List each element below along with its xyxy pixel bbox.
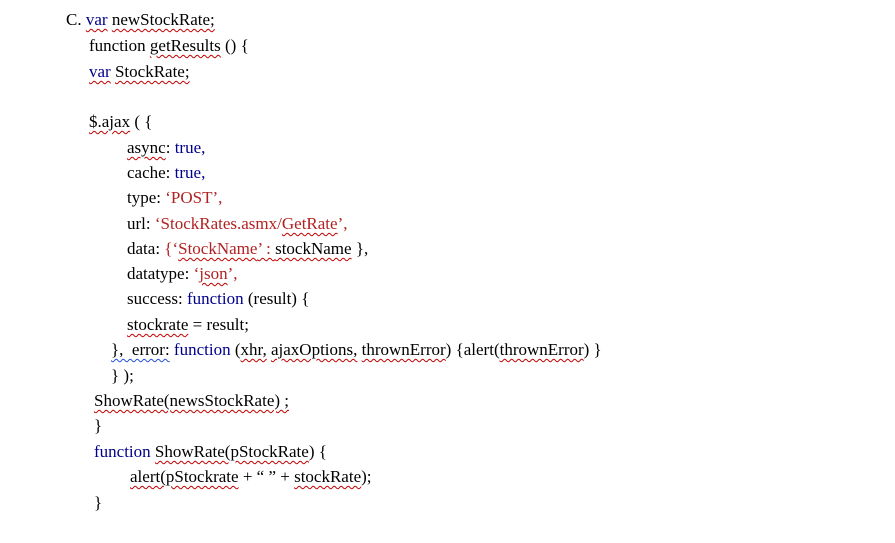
code-token: ShowRate(pStockRate (154, 442, 309, 461)
code-token: ajaxOptions, (270, 340, 358, 359)
code-token: getResults (149, 36, 221, 55)
code-token: ) } (583, 340, 602, 359)
code-token: json (199, 264, 228, 283)
code-token: true, (174, 138, 206, 157)
code-token: ’, (227, 264, 238, 283)
code-line: data: {‘StockName’ : stockName }, (127, 239, 368, 259)
code-token: } (94, 416, 103, 435)
code-token: type: (127, 188, 166, 207)
code-token: var (89, 62, 111, 81)
code-token: var (85, 10, 108, 29)
code-token: ) { (308, 442, 327, 461)
code-token: alert(pStockrate (130, 467, 239, 486)
code-line: datatype: ‘json’, (127, 264, 238, 284)
code-line: }, error: function (xhr, ajaxOptions, th… (111, 340, 602, 360)
code-token: data: (127, 239, 165, 258)
code-line: C. var newStockRate; (66, 10, 215, 30)
code-token: newStockRate (111, 10, 211, 29)
code-line: function getResults () { (89, 36, 249, 56)
code-token: StockRate (114, 62, 185, 81)
code-token: stockrate (127, 315, 189, 334)
code-token: C. (66, 10, 86, 29)
code-token: stockName (275, 239, 352, 258)
code-token: }, (351, 239, 369, 258)
code-token: } ); (111, 366, 134, 385)
code-line: } ); (111, 366, 134, 386)
code-token: ( (230, 340, 241, 359)
code-line: var StockRate; (89, 62, 190, 82)
code-token: StockName (178, 239, 258, 258)
code-token: ‘POST’, (165, 188, 223, 207)
code-token: success: (127, 289, 187, 308)
code-token: true, (174, 163, 206, 182)
code-token: ) {alert( (445, 340, 500, 359)
code-line: } (94, 493, 102, 513)
code-token: (result) { (243, 289, 310, 308)
code-line: stockrate = result; (127, 315, 249, 335)
code-line: success: function (result) { (127, 289, 309, 309)
code-token: function (89, 36, 150, 55)
code-token: function (94, 442, 151, 461)
code-line: cache: true, (127, 163, 205, 183)
code-line: ShowRate(newsStockRate) ; (94, 391, 289, 411)
code-token: $.ajax (89, 112, 131, 131)
code-token: GetRate (281, 214, 338, 233)
code-token: cache: (127, 163, 175, 182)
code-token: ‘ (193, 264, 200, 283)
code-line: type: ‘POST’, (127, 188, 222, 208)
code-token: ); (361, 467, 372, 486)
code-token: url: (127, 214, 155, 233)
code-line: url: ‘StockRates.asmx/GetRate’, (127, 214, 348, 234)
code-token: stockRate (294, 467, 362, 486)
code-line: alert(pStockrate + “ ” + stockRate); (130, 467, 372, 487)
code-token: ; (210, 10, 215, 29)
code-token: = result; (188, 315, 249, 334)
code-line: } (94, 416, 102, 436)
code-token: : (165, 138, 175, 157)
code-token: } (94, 493, 103, 512)
code-token: thrownError (499, 340, 584, 359)
code-line: async: true, (127, 138, 205, 158)
code-token: function (173, 340, 231, 359)
code-token: () { (220, 36, 249, 55)
code-token: ’ : (257, 239, 276, 258)
code-token: xhr, (240, 340, 267, 359)
code-token: ‘StockRates.asmx/ (154, 214, 282, 233)
code-token: ShowRate(newsStockRate) ; (94, 391, 289, 410)
code-token: }, error: (111, 340, 170, 359)
code-line: function ShowRate(pStockRate) { (94, 442, 327, 462)
code-token: {‘ (164, 239, 179, 258)
code-token: function (186, 289, 244, 308)
code-token: ; (184, 62, 190, 81)
code-token: ’, (337, 214, 348, 233)
code-line: $.ajax ( { (89, 112, 152, 132)
code-token: async (127, 138, 166, 157)
code-token: thrownError (361, 340, 446, 359)
code-token: datatype: (127, 264, 194, 283)
code-token: ( { (130, 112, 153, 131)
code-token: + “ ” + (238, 467, 295, 486)
